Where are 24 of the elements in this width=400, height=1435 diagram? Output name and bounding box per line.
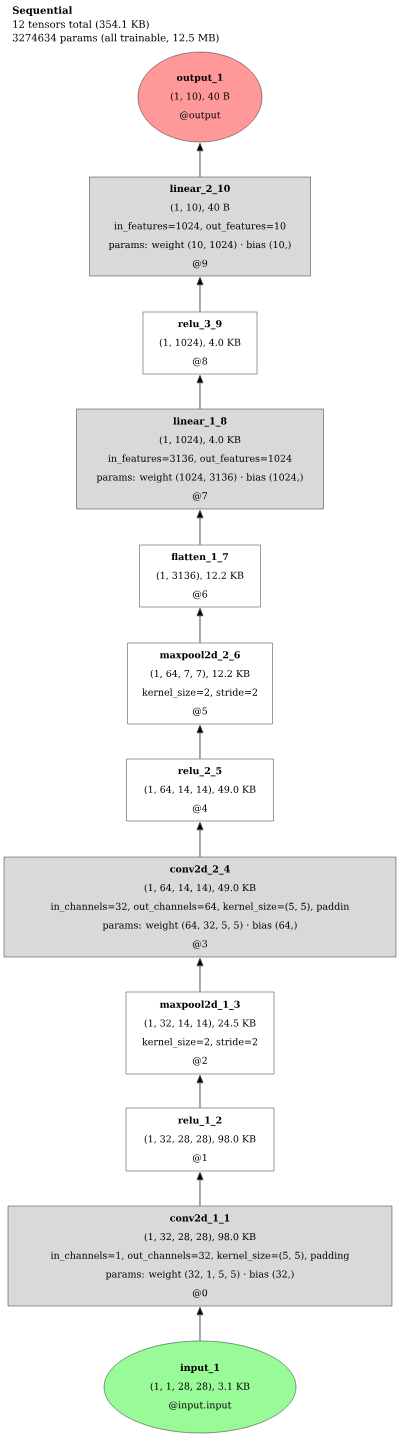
- arrow: [196, 1172, 204, 1207]
- arrow: [196, 1307, 204, 1342]
- layer-box: linear_1_8 (1, 1024), 4.0 KB in_features=3136, out_features=1024 params: weight (1024, 3136) · bias (1024,) @7: [76, 408, 324, 510]
- layer-box: maxpool2d_1_3 (1, 32, 14, 14), 24.5 KB kernel_size=2, stride=2 @2: [125, 991, 275, 1075]
- layer-box: flatten_1_7 (1, 3136), 12.2 KB @6: [139, 544, 261, 608]
- arrow: [196, 822, 204, 858]
- summary-text: 12 tensors total (354.1 KB): [13, 20, 149, 30]
- layer-box: maxpool2d_2_6 (1, 64, 7, 7), 12.2 KB kernel_size=2, stride=2 @5: [127, 642, 273, 725]
- layer-box: relu_3_9 (1, 1024), 4.0 KB @8: [142, 311, 258, 375]
- layer-box: relu_1_2 (1, 32, 28, 28), 98.0 KB @1: [125, 1107, 275, 1172]
- arrow: [196, 958, 204, 993]
- layer-box: linear_2_10 (1, 10), 40 B in_features=1024, out_features=10 params: weight (10, 1024) · bias (10,) @9: [89, 176, 311, 277]
- layer-box: relu_2_5 (1, 64, 14, 14), 49.0 KB @4: [126, 758, 274, 822]
- summary-text: 3274634 params (all trainable, 12.5 MB): [12, 33, 219, 44]
- arrow: [196, 725, 204, 760]
- arrow: [196, 143, 204, 178]
- layer-box: conv2d_2_4 (1, 64, 14, 14), 49.0 KB in_channels=32, out_channels=64, kernel_size=(5, 5), paddin params: weight (64, 32, 5, 5) · bias (64,) @3: [3, 856, 397, 958]
- arrow: [196, 1075, 204, 1109]
- arrow: [196, 608, 204, 644]
- arrow: [196, 510, 204, 546]
- diagram-title: Sequential: [12, 6, 73, 16]
- arrow: [196, 277, 204, 313]
- arrow: [196, 375, 204, 410]
- layer-box: conv2d_1_1 (1, 32, 28, 28), 98.0 KB in_channels=1, out_channels=32, kernel_size=(5, 5), padding params: weight (32, 1, 5, 5) · bias (32,) @0: [7, 1205, 393, 1307]
